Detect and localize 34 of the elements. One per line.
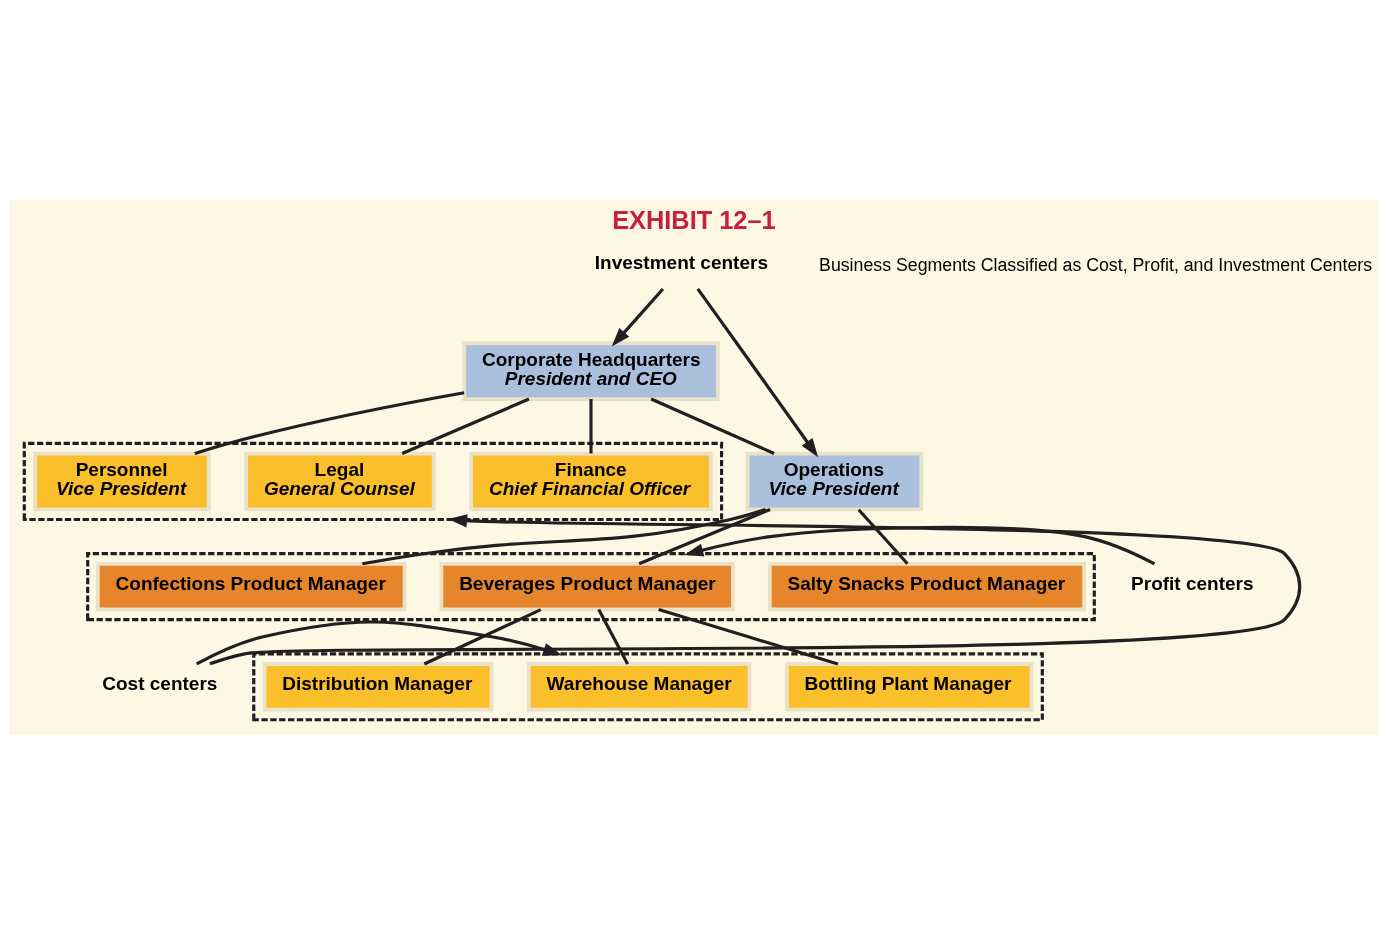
connector [597, 608, 630, 665]
cluster [86, 551, 1096, 621]
node-text: Investment centers [594, 251, 768, 273]
arrow [696, 287, 819, 457]
cluster [252, 651, 1044, 721]
node-box: Beverages Product Manager [439, 561, 735, 611]
node-box: Personnel Vice President [33, 451, 211, 511]
arrow [611, 287, 665, 347]
arrow [684, 525, 1156, 565]
connector [194, 390, 465, 455]
node-box: Operations Vice President [745, 451, 924, 511]
arrow [195, 619, 563, 665]
node-box: Corporate Headquarters President and CEO [462, 340, 720, 401]
node-text: Cost centers [102, 672, 218, 694]
connector [589, 398, 593, 453]
connector [658, 607, 839, 665]
node-box: Salty Snacks Product Manager [767, 561, 1087, 611]
connector [362, 507, 767, 565]
connector [401, 397, 530, 455]
node-box: Legal General Counsel [244, 451, 436, 511]
connector [650, 397, 775, 455]
node-box: Warehouse Manager [526, 661, 752, 712]
connector [638, 507, 771, 565]
label: Business Segments Classified as Cost, Profit, and Investment Centers [819, 254, 1373, 275]
node-box: Finance Chief Financial Officer [469, 451, 713, 511]
arrow [209, 513, 1301, 665]
node-text: Profit centers [1131, 572, 1254, 594]
cluster [22, 441, 724, 521]
connector [423, 607, 542, 665]
node-box: Distribution Manager [262, 661, 494, 712]
connector [857, 508, 909, 565]
diagram-title: EXHIBIT 12–1 [612, 205, 776, 234]
node-box: Confections Product Manager [95, 561, 407, 611]
node-box: Bottling Plant Manager [784, 661, 1034, 712]
